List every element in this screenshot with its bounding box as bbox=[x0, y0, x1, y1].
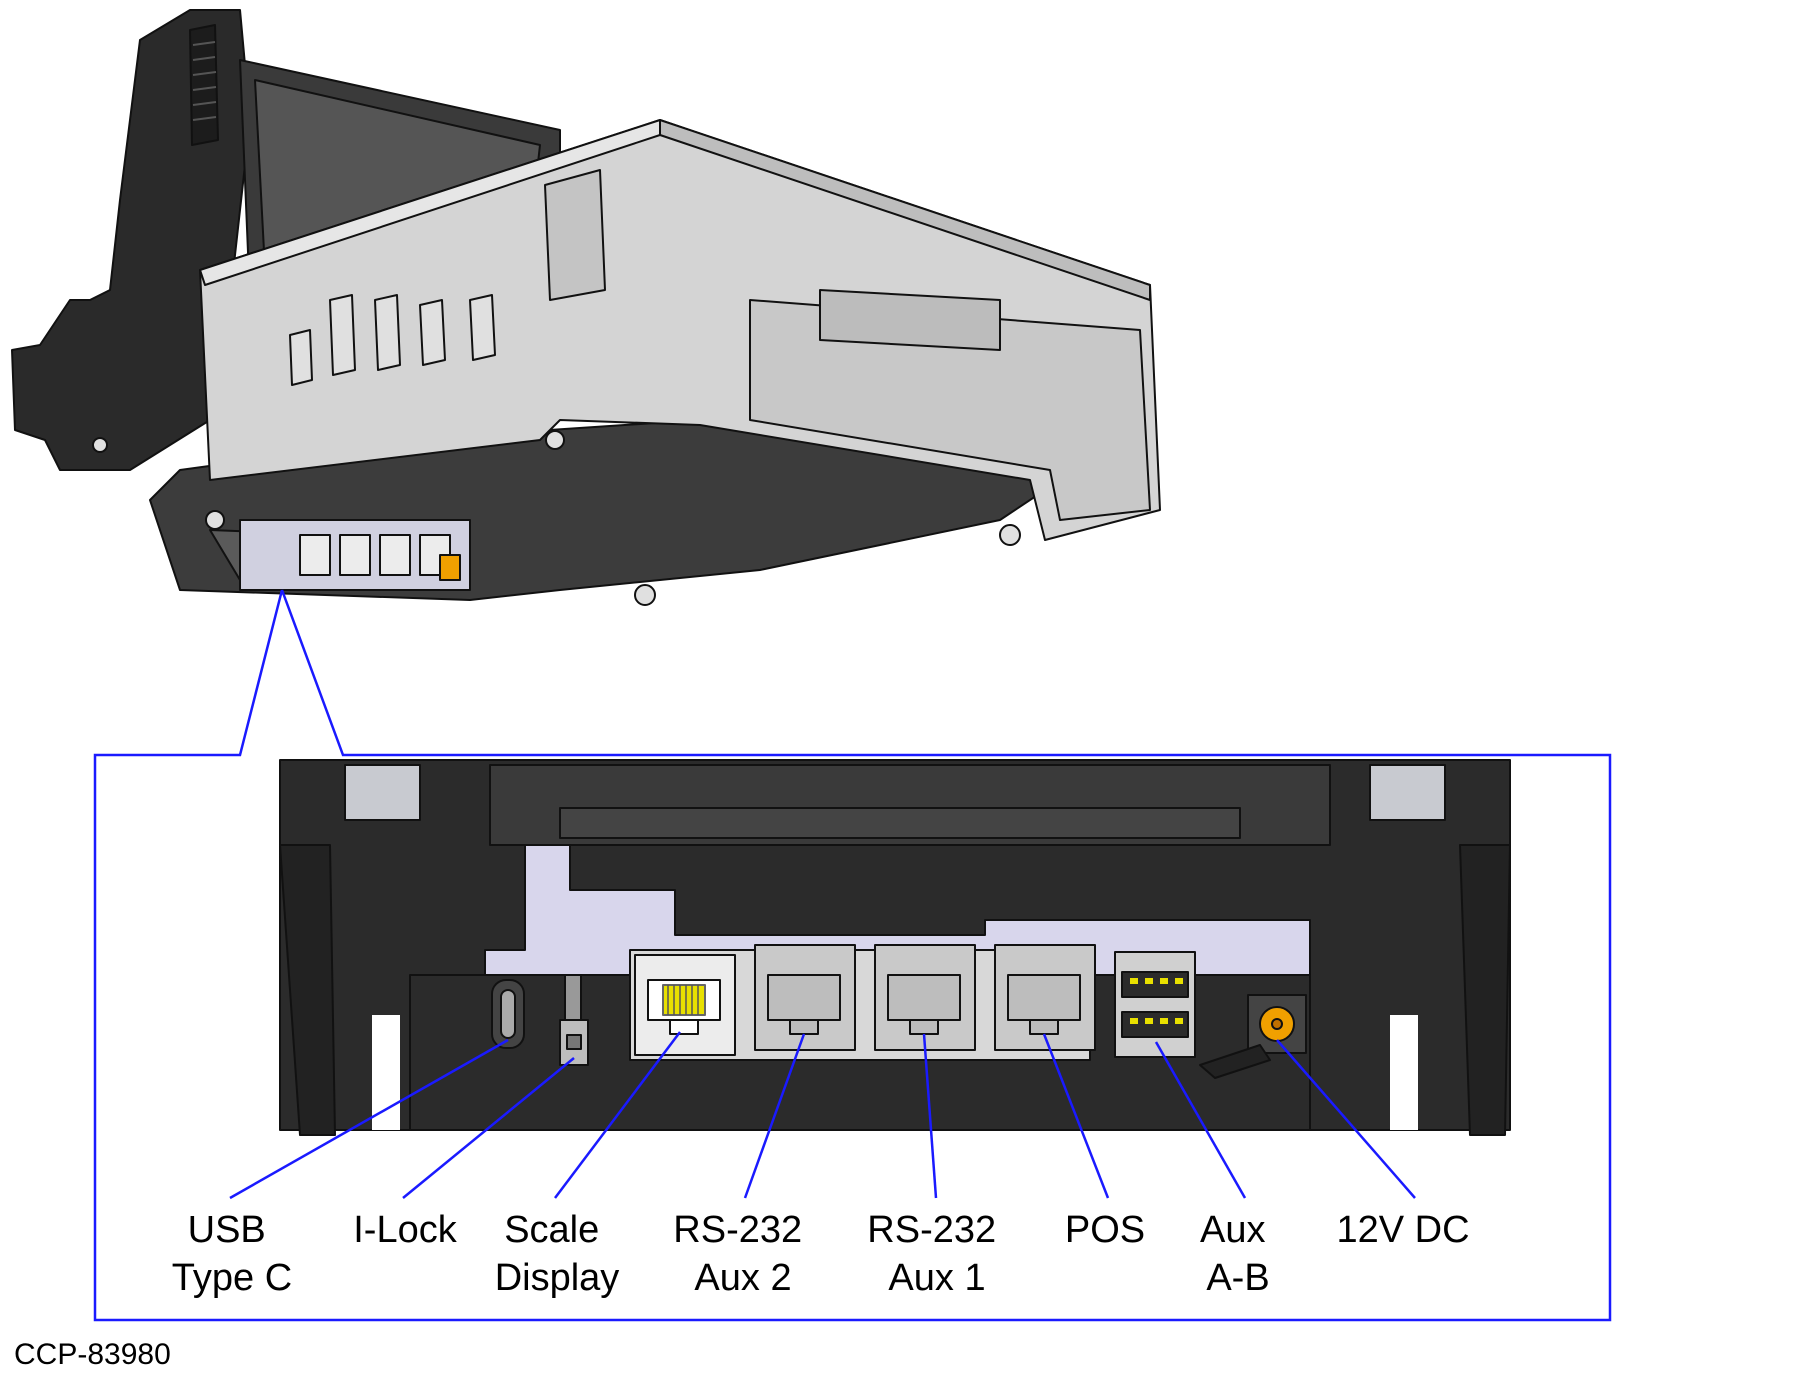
label-pos: POS bbox=[1065, 1209, 1145, 1251]
usb-c-port-icon bbox=[491, 979, 525, 1049]
dc-barrel-jack-icon bbox=[1247, 994, 1307, 1054]
rj-jack-icon bbox=[634, 954, 736, 1056]
label-12v-dc: 12V DC bbox=[1336, 1209, 1469, 1251]
leader-scale-display bbox=[554, 1031, 681, 1199]
detail-callout-frame bbox=[93, 589, 1612, 1322]
chassis-latch bbox=[544, 169, 606, 301]
label-rs232-aux1: RS-232 Aux 1 bbox=[867, 1209, 1006, 1299]
label-scale-display: Scale Display bbox=[495, 1209, 620, 1299]
leader-aux-a-b bbox=[1154, 1041, 1247, 1199]
label-aux-a-b: Aux A-B bbox=[1200, 1209, 1276, 1299]
leader-rs232-aux1 bbox=[922, 1033, 938, 1199]
label-usb-type-c: USB Type C bbox=[172, 1209, 292, 1299]
leader-i-lock bbox=[402, 1057, 575, 1199]
leader-usb-type-c bbox=[229, 1038, 509, 1200]
rj-jack-icon bbox=[754, 944, 856, 1051]
label-rs232-aux2: RS-232 Aux 2 bbox=[673, 1209, 812, 1299]
scanner-scale-illustration bbox=[11, 9, 1161, 606]
leader-12v-dc bbox=[1276, 1039, 1416, 1199]
figure-id: CCP-83980 bbox=[14, 1338, 171, 1371]
label-i-lock: I-Lock bbox=[353, 1209, 457, 1251]
leader-lines bbox=[229, 1031, 1416, 1200]
rj-jack-icon bbox=[994, 944, 1096, 1051]
rj-jack-icon bbox=[874, 944, 976, 1051]
leader-rs232-aux2 bbox=[743, 1033, 806, 1199]
port-panel-detail bbox=[279, 759, 1511, 1136]
usb-a-dual-port-icon bbox=[1114, 951, 1196, 1058]
leader-pos bbox=[1042, 1033, 1110, 1199]
port-labels: USB Type C I-Lock Scale Display RS-232 A… bbox=[172, 1209, 1470, 1299]
tower-vent bbox=[189, 24, 219, 146]
i-lock-connector-icon bbox=[559, 974, 589, 1066]
